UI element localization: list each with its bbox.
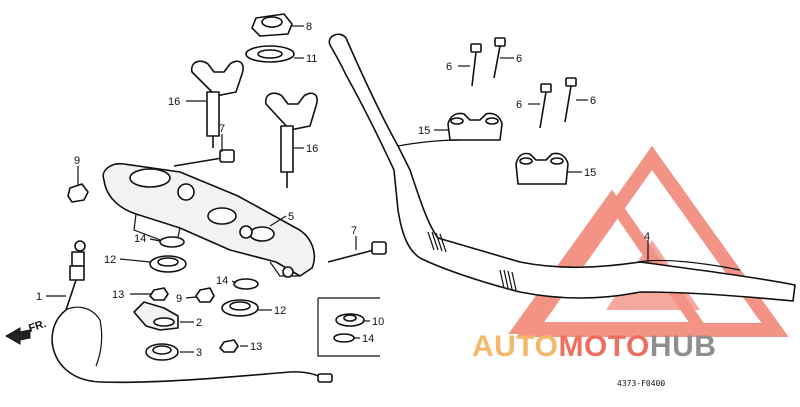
callout-16a: 16 <box>168 96 180 108</box>
watermark-moto: MOTO <box>558 330 649 363</box>
callout-9b: 9 <box>176 293 182 305</box>
callout-8: 8 <box>306 21 312 33</box>
callout-12a: 12 <box>104 254 116 266</box>
callout-5: 5 <box>288 211 294 223</box>
watermark-text: AUTOMOTOHUB <box>472 330 716 363</box>
callout-15b: 15 <box>584 167 596 179</box>
upper-holder-a <box>447 112 503 141</box>
callout-14b: 14 <box>216 275 228 287</box>
watermark-auto: AUTO <box>472 330 558 363</box>
callout-9a: 9 <box>74 155 80 167</box>
washer-14a <box>159 236 185 248</box>
inset-box <box>317 297 380 357</box>
top-bridge-5 <box>102 162 316 278</box>
bolt-7a <box>173 149 235 167</box>
callout-15a: 15 <box>418 125 430 137</box>
callout-16b: 16 <box>306 143 318 155</box>
callout-4: 4 <box>644 231 650 243</box>
washer-11 <box>245 45 295 63</box>
nut-13a <box>149 287 169 301</box>
nut-8 <box>251 13 293 37</box>
callout-6a: 6 <box>446 61 452 73</box>
nut-9b <box>195 287 215 303</box>
upper-holder-b <box>515 152 569 185</box>
callout-10: 10 <box>372 316 384 328</box>
bolt-6b <box>493 37 506 79</box>
watermark-hub: HUB <box>650 330 717 363</box>
callout-6b: 6 <box>516 53 522 65</box>
callout-12b: 12 <box>274 305 286 317</box>
bolt-7b <box>327 241 387 263</box>
callout-6c: 6 <box>516 99 522 111</box>
front-direction-label: FR. <box>27 318 48 335</box>
callout-6d: 6 <box>590 95 596 107</box>
nut-13b <box>219 339 239 353</box>
washer-14b <box>233 278 259 290</box>
bushing-12b <box>221 299 259 317</box>
leader-lines <box>46 25 649 353</box>
callout-14c: 14 <box>362 333 374 345</box>
callout-1: 1 <box>36 291 42 303</box>
bushing-12a <box>149 255 187 273</box>
bolt-6c <box>539 83 552 129</box>
bolt-6a <box>470 43 482 87</box>
callout-7b: 7 <box>351 225 357 237</box>
callout-13a: 13 <box>112 289 124 301</box>
handlebar <box>328 33 796 302</box>
lower-holder-16a <box>190 60 244 148</box>
callout-11: 11 <box>306 53 317 65</box>
drawing-code: 4373-F0400 <box>617 379 665 388</box>
callout-14a: 14 <box>134 233 146 245</box>
callout-2: 2 <box>196 317 202 329</box>
bolt-6d <box>564 77 577 123</box>
nut-9a <box>67 183 89 203</box>
choke-cable-1 <box>51 240 333 384</box>
callout-13b: 13 <box>250 341 262 353</box>
grommet-3 <box>145 343 179 361</box>
watermark-word: AUTOMOTOHUB <box>472 330 716 363</box>
front-direction-arrow <box>4 327 31 345</box>
cable-guide-2 <box>133 301 179 331</box>
callout-3: 3 <box>196 347 202 359</box>
callout-labels: 8 11 16 16 7 9 5 7 14 12 14 13 9 12 2 3 … <box>27 21 665 388</box>
callout-7a: 7 <box>219 123 225 135</box>
lower-holder-16b <box>264 92 318 188</box>
